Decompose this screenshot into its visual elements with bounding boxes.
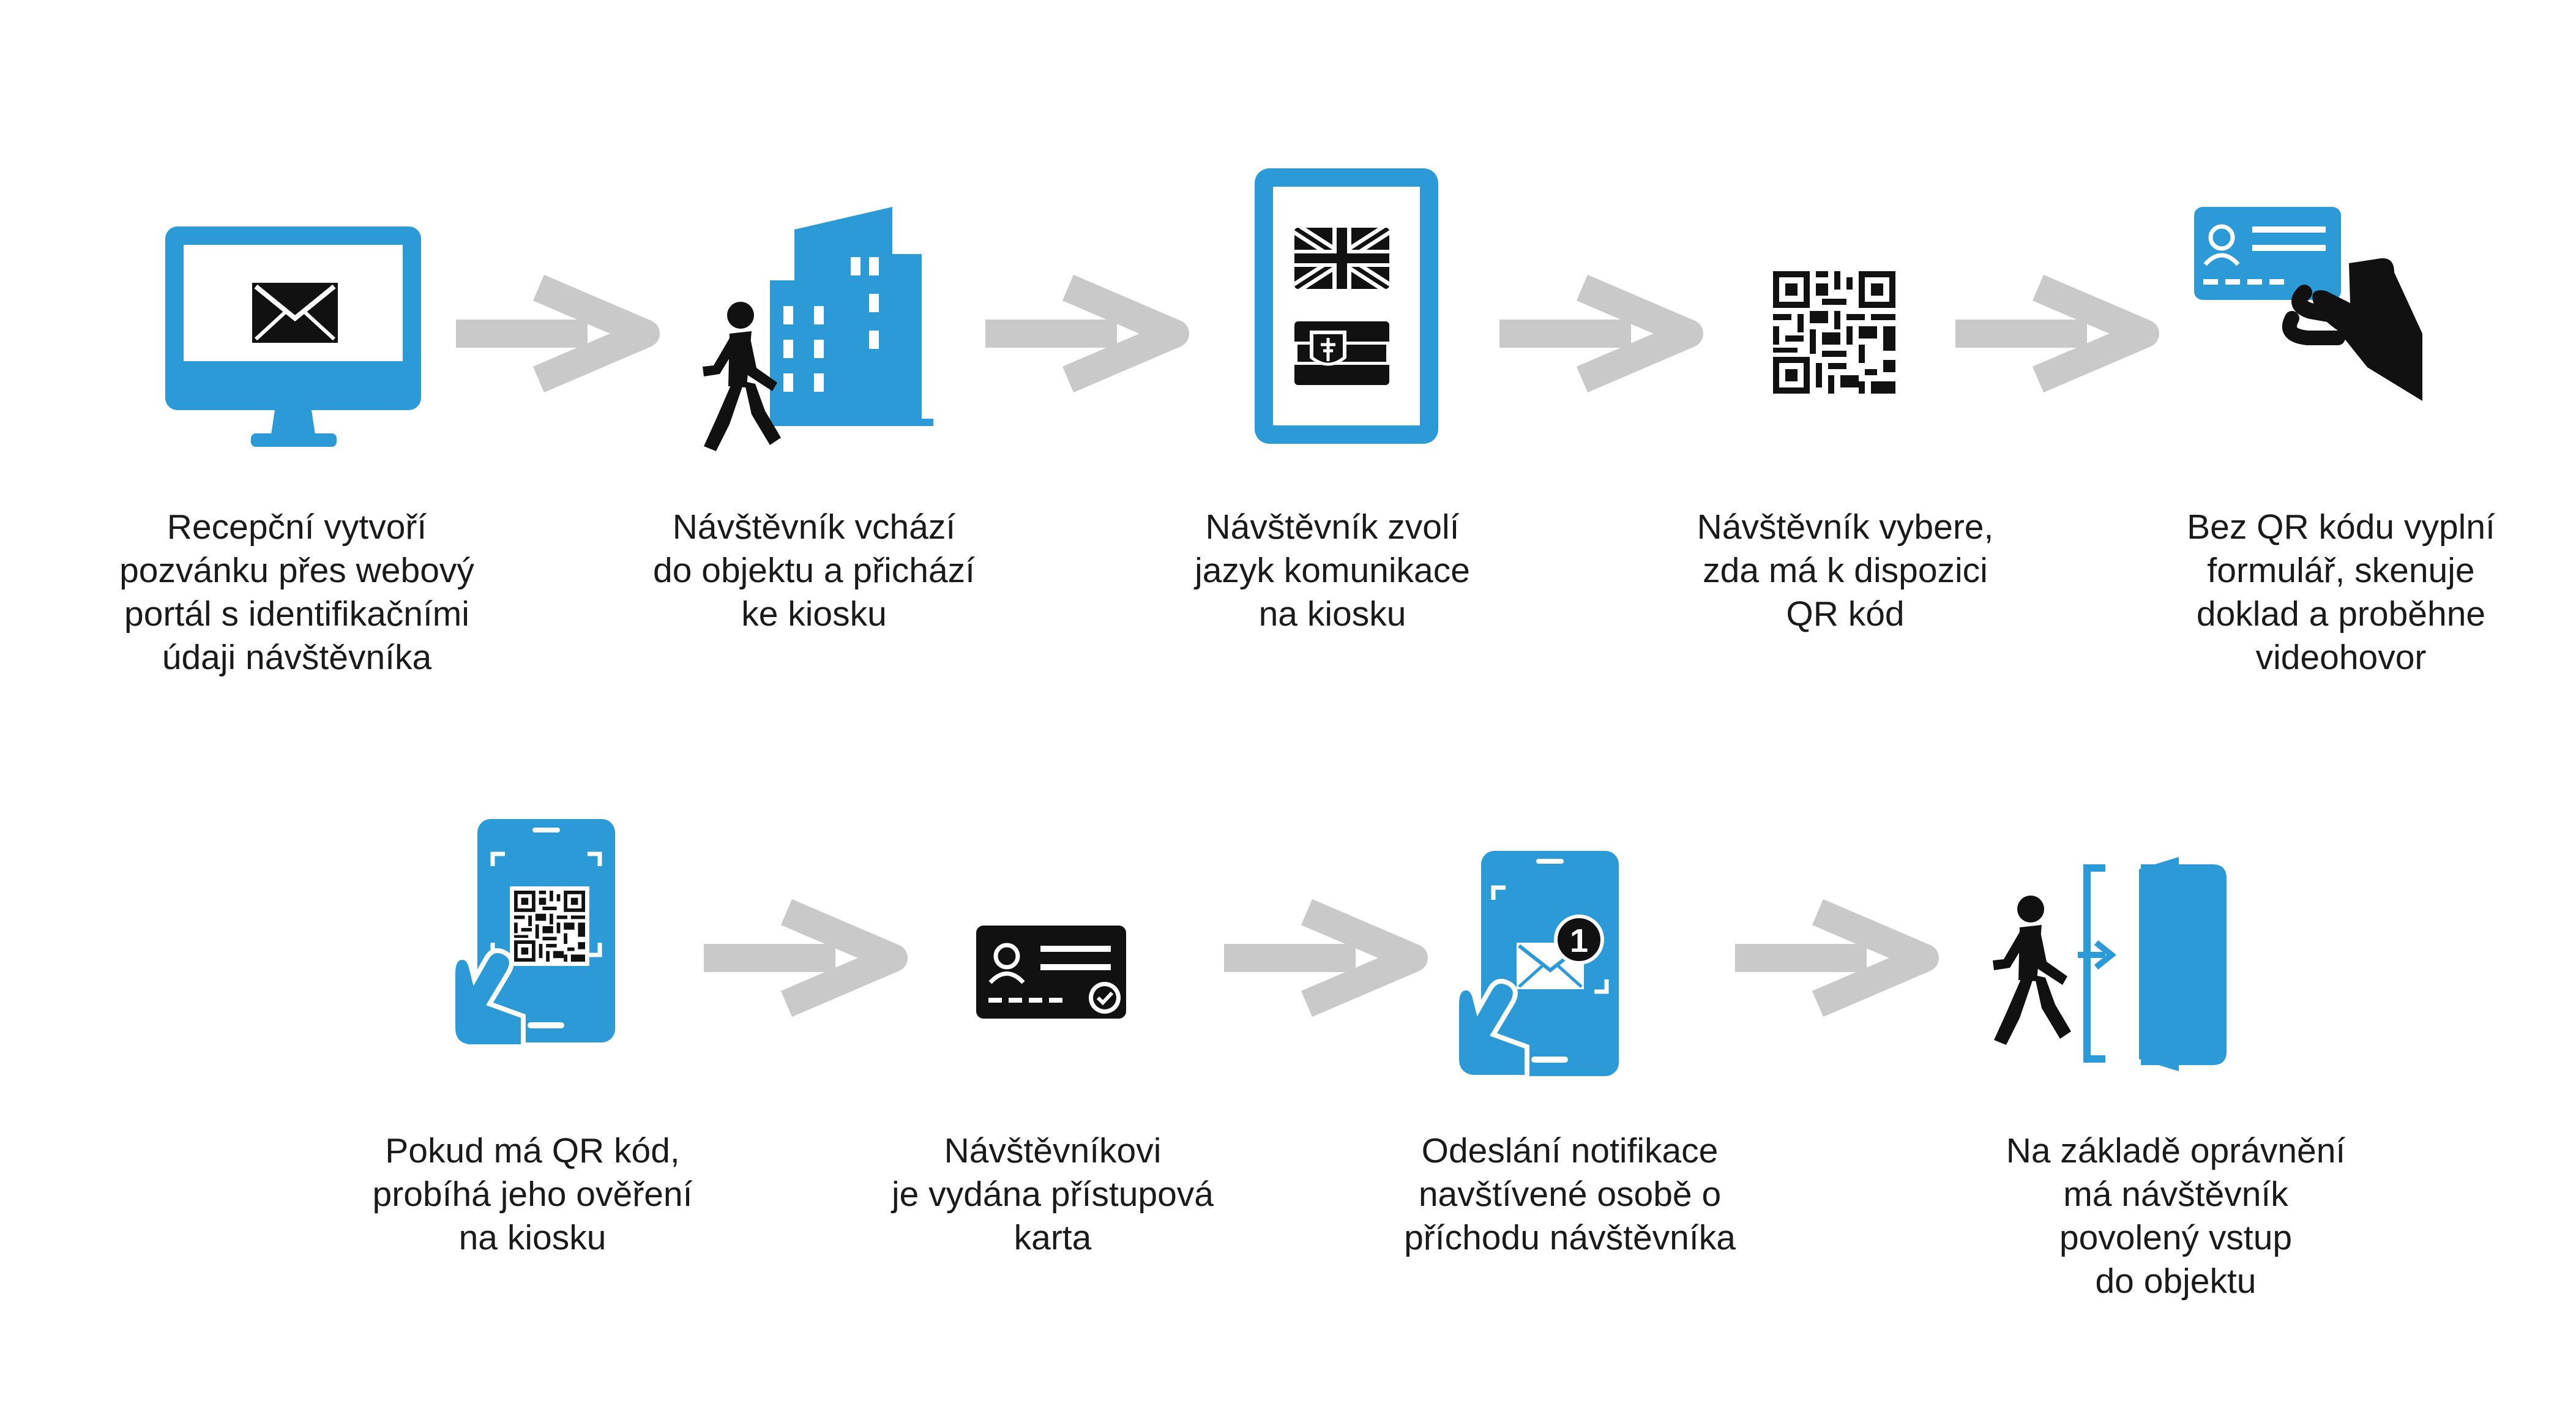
step-1-caption: Recepční vytvoří pozvánku přes webový po… <box>119 507 474 677</box>
arrow-6 <box>1224 899 1428 1017</box>
uk-flag-icon <box>1294 228 1389 289</box>
envelope-icon <box>1517 943 1584 989</box>
hand-holding-id-card-icon <box>2194 207 2422 401</box>
step-4-caption: Návštěvník vybere, zda má k dispozici QR… <box>1697 507 1994 634</box>
person-walking-to-building-icon <box>703 207 933 451</box>
arrow-3 <box>1499 274 1703 393</box>
person-entering-door-icon <box>1993 857 2227 1071</box>
step-5-caption: Bez QR kódu vyplní formulář, skenuje dok… <box>2187 507 2495 677</box>
step-6-caption: Pokud má QR kód, probíhá jeho ověření na… <box>372 1131 693 1257</box>
step-9-caption: Na základě oprávnění má návštěvník povol… <box>2006 1131 2346 1301</box>
sk-flag-icon <box>1294 321 1389 385</box>
access-card-check-icon <box>976 926 1126 1019</box>
step-3-caption: Návštěvník zvolí jazyk komunikace na kio… <box>1195 507 1470 634</box>
svg-text:1: 1 <box>1570 922 1588 959</box>
arrow-2 <box>985 274 1189 393</box>
notification-badge: 1 <box>1554 915 1604 965</box>
arrow-1 <box>456 274 660 393</box>
monitor-email-icon <box>165 226 421 447</box>
arrow-7 <box>1735 899 1939 1017</box>
step-2-caption: Návštěvník vchází do objektu a přichází … <box>653 507 975 634</box>
phone-notification-icon: 1 <box>1454 851 1619 1080</box>
qr-code-icon <box>1773 271 1895 394</box>
hand-holding-phone-qr-icon <box>450 819 615 1049</box>
arrow-5 <box>704 899 908 1017</box>
step-8-caption: Odeslání notifikace navštívené osobě o p… <box>1404 1131 1736 1257</box>
step-7-caption: Návštěvníkovi je vydána přístupová karta <box>892 1131 1214 1257</box>
envelope-icon <box>252 283 338 343</box>
tablet-language-flags-icon <box>1255 168 1438 444</box>
arrow-4 <box>1955 274 2159 393</box>
